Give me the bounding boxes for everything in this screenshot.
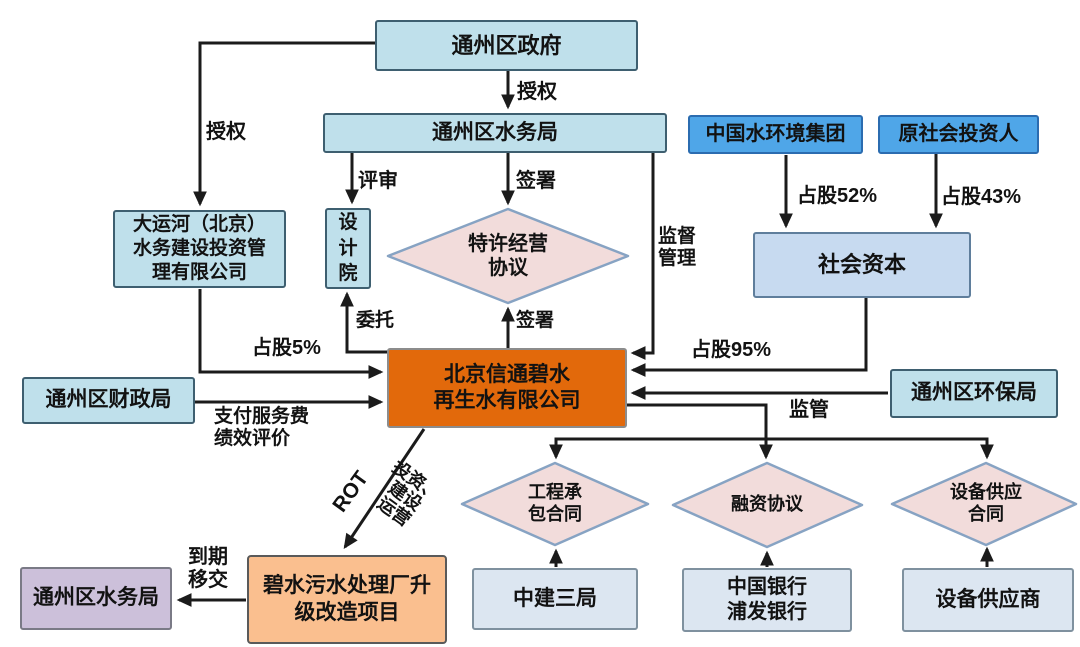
edge-label-sign-top: 签署 [516, 170, 556, 192]
node-canal-investment-company: 大运河（北京） 水务建设投资管 理有限公司 [113, 210, 286, 288]
node-water-bureau-transferee: 通州区水务局 [20, 567, 172, 630]
diamond-label-epc: 工程承 包合同 [528, 482, 582, 524]
node-spv-company: 北京信通碧水 再生水有限公司 [387, 348, 627, 428]
diamond-epc-contract [460, 461, 650, 547]
edge-gov-authorize-canal [193, 41, 375, 207]
node-water-bureau: 通州区水务局 [323, 113, 667, 153]
edge-label-pay-fee: 支付服务费 绩效评价 [214, 406, 310, 449]
node-original-social-investor: 原社会投资人 [878, 115, 1039, 154]
edge-label-regulate: 监管 [789, 399, 829, 421]
diamond-financing-agreement [671, 461, 864, 549]
node-bishui-upgrade-project: 碧水污水处理厂升 级改造项目 [247, 555, 447, 644]
edge-supervise-spv [630, 153, 655, 360]
edge-label-transfer: 到期 移交 [188, 546, 228, 591]
edge-label-review: 评审 [358, 170, 398, 192]
edge-rot-project [343, 428, 426, 549]
edge-regulate-contracts-right [766, 437, 994, 460]
node-banks: 中国银行 浦发银行 [682, 568, 852, 632]
diamond-label-franchise: 特许经营 协议 [468, 233, 548, 279]
diamond-label-equipment: 设备供应 合同 [950, 482, 1022, 524]
edge-label-share5: 占股5% [252, 337, 321, 359]
edge-label-sign-bottom: 签署 [516, 310, 555, 331]
node-equipment-supplier: 设备供应商 [902, 568, 1074, 632]
diamond-franchise-agreement [386, 207, 630, 305]
edge-label-supervise: 监督 管理 [658, 226, 697, 269]
edge-label-share43: 占股43% [941, 186, 1022, 208]
diamond-equipment-supply-contract [890, 461, 1078, 547]
node-finance-bureau: 通州区财政局 [22, 377, 195, 424]
node-ccteb: 中建三局 [472, 568, 638, 630]
edge-label-entrust: 委托 [356, 310, 395, 331]
edge-share95-spv [630, 298, 868, 377]
edge-regulate-contracts-main [627, 403, 773, 460]
node-design-institute: 设 计 院 [325, 208, 371, 289]
edge-share5-spv [198, 289, 384, 379]
edge-label-authorize-left: 授权 [206, 121, 246, 143]
edge-regulate-contracts-left [549, 437, 766, 460]
node-environment-bureau: 通州区环保局 [890, 369, 1058, 418]
node-social-capital: 社会资本 [753, 232, 971, 298]
edge-label-authorize-mid: 授权 [517, 81, 557, 103]
edge-label-share52: 占股52% [797, 185, 878, 207]
node-china-water-environment-group: 中国水环境集团 [688, 115, 863, 154]
edge-entrust-design [340, 291, 387, 354]
diamond-label-financing: 融资协议 [731, 494, 803, 514]
node-tongzhou-government: 通州区政府 [375, 20, 638, 71]
edge-label-share95: 占股95% [691, 339, 772, 361]
